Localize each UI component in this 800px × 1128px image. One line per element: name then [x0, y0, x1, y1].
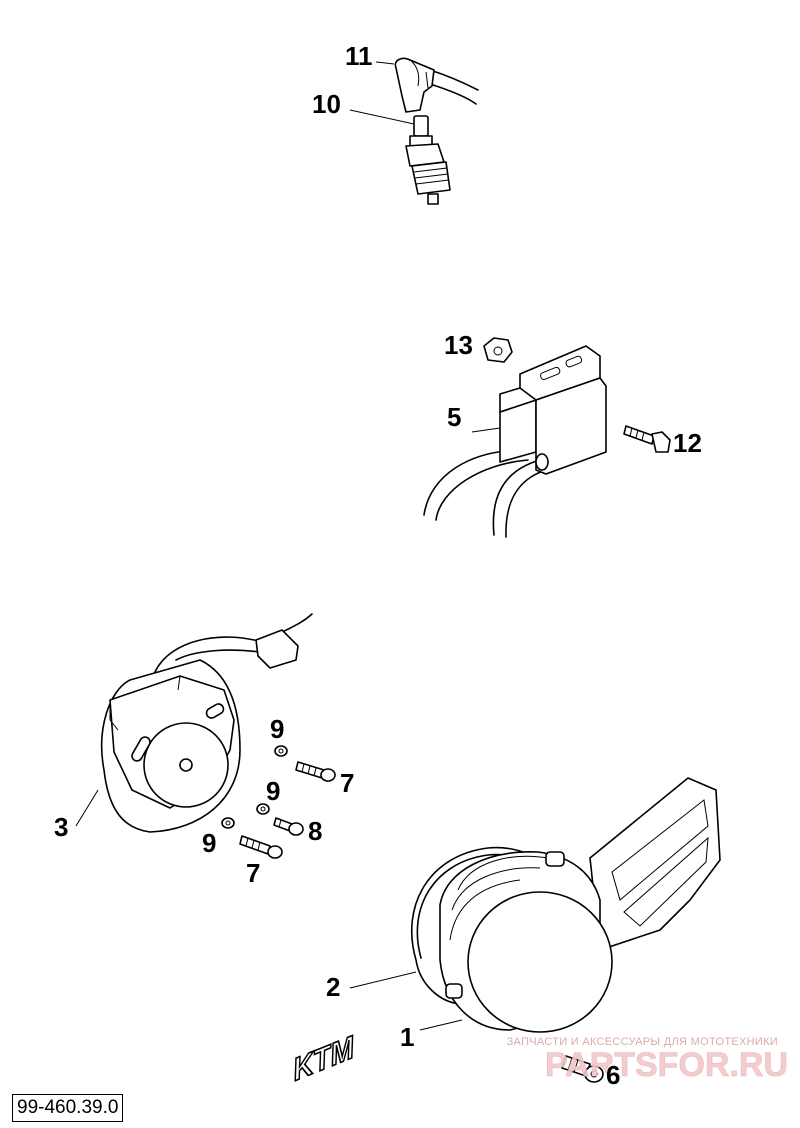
- callout-9a: 9: [270, 714, 284, 744]
- callout-12: 12: [673, 428, 702, 458]
- washer-part-9c[interactable]: [221, 817, 235, 829]
- screw-part-6[interactable]: [561, 1055, 604, 1083]
- screw-part-12[interactable]: [623, 425, 671, 453]
- callout-2: 2: [326, 972, 340, 1002]
- diagram-code-label: 99-460.39.0: [12, 1094, 124, 1122]
- spark-plug-cap-part-11[interactable]: [394, 57, 479, 113]
- watermark-tagline: ЗАПЧАСТИ И АКСЕССУАРЫ ДЛЯ МОТОТЕХНИКИ: [507, 1036, 778, 1048]
- pickup-stator-part-3[interactable]: [100, 613, 313, 833]
- watermark: ЗАПЧАСТИ И АКСЕССУАРЫ ДЛЯ МОТОТЕХНИКИ PA…: [507, 1036, 789, 1084]
- callout-11: 11: [345, 41, 373, 71]
- screw-part-7b[interactable]: [239, 835, 283, 859]
- ktm-logo: KTM: [291, 1029, 357, 1088]
- callout-5: 5: [447, 402, 461, 432]
- nut-part-13[interactable]: [483, 337, 513, 363]
- callout-9b: 9: [266, 776, 280, 806]
- watermark-site: PARTSFOR.RU: [545, 1046, 788, 1084]
- leader-lines: [75, 61, 501, 1031]
- callout-7b: 7: [246, 858, 260, 888]
- callout-1: 1: [400, 1022, 414, 1052]
- washer-part-9b[interactable]: [256, 803, 270, 815]
- callout-13: 13: [444, 330, 473, 360]
- callout-6: 6: [606, 1060, 620, 1090]
- washer-part-9a[interactable]: [274, 745, 288, 757]
- ignition-coil-part-5[interactable]: [423, 345, 607, 538]
- callout-7a: 7: [340, 768, 354, 798]
- callout-labels: 11 10 13 5 12 9 7 9 3 8 9 7 2 1 6: [54, 41, 702, 1090]
- spark-plug-part-10[interactable]: [405, 115, 451, 205]
- callout-10: 10: [312, 89, 341, 119]
- screw-part-8[interactable]: [273, 817, 304, 836]
- screw-part-7a[interactable]: [295, 761, 336, 782]
- callout-8: 8: [308, 816, 322, 846]
- callout-9c: 9: [202, 828, 216, 858]
- callout-3: 3: [54, 812, 68, 842]
